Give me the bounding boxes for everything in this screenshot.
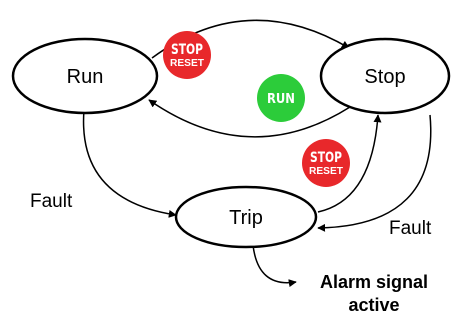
state-stop-label: Stop: [364, 66, 405, 88]
edge-stop-to-run: [148, 99, 351, 138]
reset-text: RESET: [170, 58, 204, 69]
stop-text: STOP: [171, 42, 203, 58]
edge-stop-to-trip: [317, 114, 432, 232]
stop-reset-button-top: STOP RESET: [163, 31, 211, 79]
reset-text: RESET: [309, 166, 343, 177]
state-stop: Stop: [319, 37, 451, 115]
fault-label-right: Fault: [389, 218, 432, 239]
stop-reset-button-trip: STOP RESET: [302, 139, 350, 187]
state-trip: Trip: [174, 185, 318, 249]
state-run-label: Run: [67, 66, 104, 88]
edge-trip-to-alarm: [252, 244, 297, 288]
run-text: RUN: [267, 92, 295, 107]
stop-text: STOP: [310, 150, 342, 166]
alarm-signal-label: Alarm signal: [320, 272, 428, 292]
state-run: Run: [11, 37, 159, 115]
fault-label-left: Fault: [30, 191, 73, 212]
state-trip-label: Trip: [229, 207, 263, 229]
run-button: RUN: [257, 74, 305, 122]
alarm-active-label: active: [348, 295, 399, 315]
edge-run-to-trip: [82, 109, 177, 218]
edge-trip-to-stop: [317, 114, 382, 213]
